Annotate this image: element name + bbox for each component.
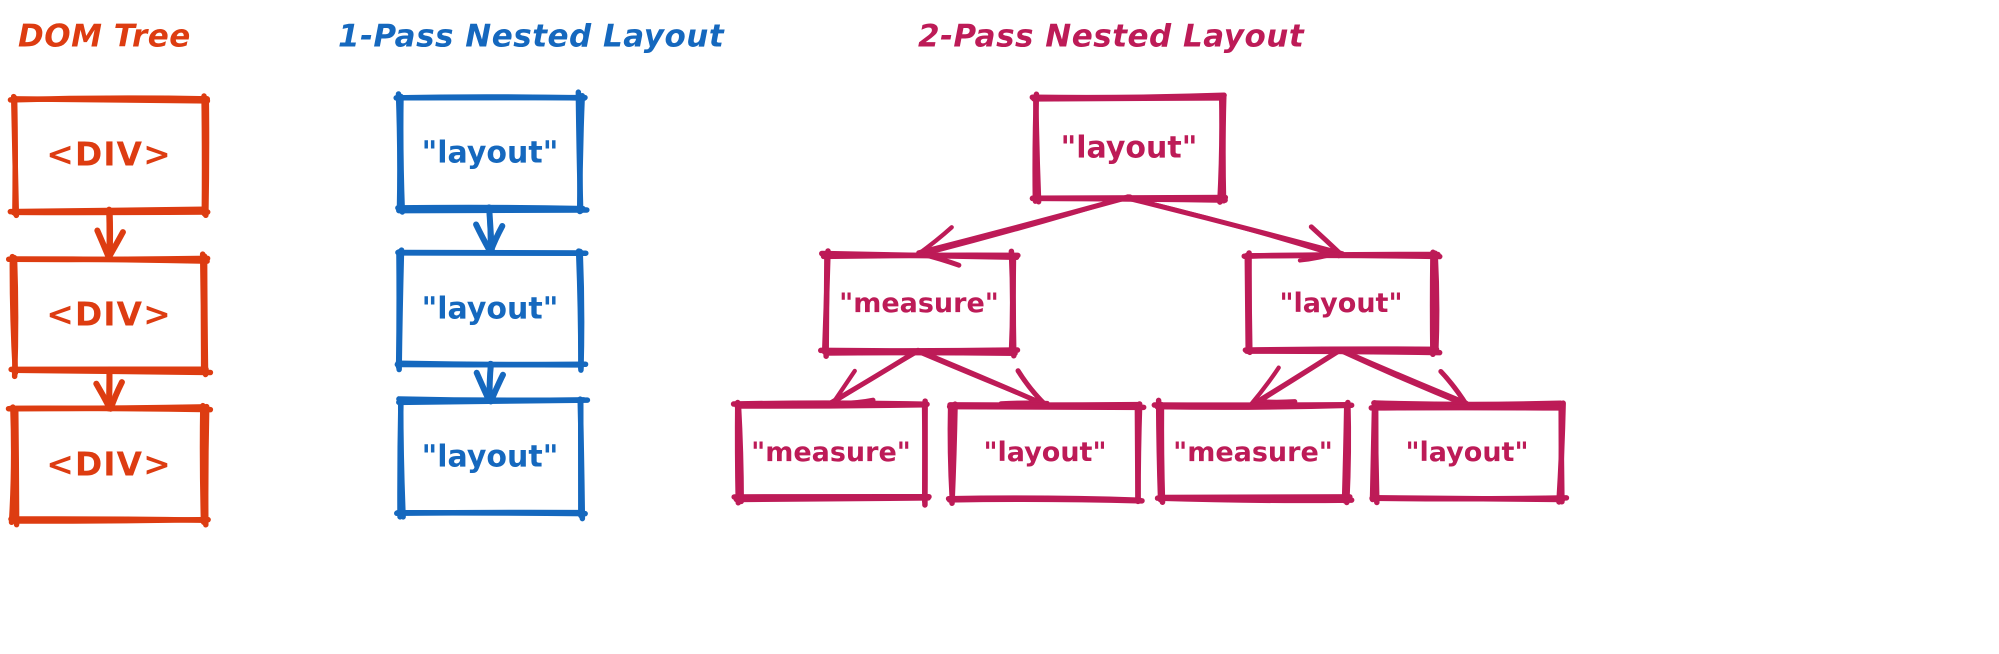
node-box-dom-node-1 (7, 93, 211, 219)
node-box-pass2-leaf-2 (945, 401, 1147, 506)
node-box-pass2-l1-left (818, 248, 1021, 359)
node-pass2-l1-left[interactable]: "measure" (818, 248, 1021, 359)
node-dom-node-2[interactable]: <DIV> (5, 251, 214, 380)
edge-pass2-l1-right-to-pass2-leaf-3 (1249, 347, 1343, 407)
node-label-dom-node-1: <DIV> (46, 135, 172, 174)
edge-pass2-root-to-pass2-l1-right (1124, 195, 1345, 263)
node-pass1-node-2[interactable]: "layout" (394, 247, 589, 373)
node-label-pass1-node-2: "layout" (422, 292, 559, 327)
node-box-dom-node-2 (5, 251, 214, 380)
node-pass2-leaf-3[interactable]: "measure" (1151, 397, 1355, 506)
node-box-pass1-node-2 (394, 247, 589, 373)
node-label-pass2-l1-left: "measure" (839, 288, 999, 319)
node-label-pass2-root: "layout" (1061, 131, 1198, 166)
node-box-pass2-leaf-1 (730, 398, 932, 508)
node-label-pass2-leaf-1: "measure" (751, 437, 911, 468)
edge-pass2-l1-right-to-pass2-leaf-4 (1337, 347, 1471, 408)
node-box-dom-node-3 (5, 402, 214, 528)
arrow-dom-node-2-to-dom-node-3 (93, 366, 125, 412)
node-box-pass1-node-1 (393, 89, 590, 215)
node-pass2-l1-right[interactable]: "layout" (1241, 249, 1443, 358)
node-dom-node-3[interactable]: <DIV> (5, 402, 214, 528)
node-label-pass2-leaf-3: "measure" (1173, 437, 1333, 468)
node-label-dom-node-2: <DIV> (46, 295, 172, 334)
node-box-pass2-leaf-4 (1368, 400, 1570, 506)
node-pass2-leaf-1[interactable]: "measure" (730, 398, 932, 508)
arrow-pass1-node-1-to-pass1-node-2 (473, 204, 506, 256)
node-label-dom-node-3: <DIV> (46, 445, 172, 484)
panel-title-two-pass-nested-layout: 2-Pass Nested Layout (918, 19, 1305, 55)
node-pass2-leaf-4[interactable]: "layout" (1368, 400, 1570, 506)
node-pass1-node-3[interactable]: "layout" (394, 396, 591, 522)
edge-pass2-l1-left-to-pass2-leaf-1 (827, 347, 921, 407)
panel-dom-tree: DOM Tree <DIV> <DIV> <DIV> (5, 19, 214, 528)
node-label-pass2-l1-right: "layout" (1279, 288, 1402, 319)
node-box-pass2-leaf-3 (1151, 397, 1355, 506)
panel-two-pass-nested-layout: 2-Pass Nested Layout "layout" "measure" "la… (730, 19, 1570, 508)
panel-one-pass-nested-layout: 1-Pass Nested Layout "layout" "layout" "lay… (338, 19, 725, 522)
node-box-pass2-l1-right (1241, 249, 1443, 358)
node-box-pass1-node-3 (394, 396, 591, 522)
panel-title-dom-tree: DOM Tree (18, 19, 191, 55)
node-pass2-root[interactable]: "layout" (1029, 91, 1229, 205)
edge-pass2-l1-left-to-pass2-leaf-2 (915, 348, 1050, 408)
node-pass2-leaf-2[interactable]: "layout" (945, 401, 1147, 506)
node-label-pass2-leaf-2: "layout" (983, 437, 1106, 468)
node-label-pass1-node-3: "layout" (422, 440, 559, 475)
panel-title-one-pass-nested-layout: 1-Pass Nested Layout (338, 19, 725, 55)
node-pass1-node-1[interactable]: "layout" (393, 89, 590, 215)
node-box-pass2-root (1029, 91, 1229, 205)
arrow-dom-node-1-to-dom-node-2 (94, 206, 126, 262)
arrow-pass1-node-2-to-pass1-node-3 (473, 360, 506, 405)
node-dom-node-1[interactable]: <DIV> (7, 93, 211, 219)
node-label-pass1-node-1: "layout" (422, 136, 559, 171)
node-label-pass2-leaf-4: "layout" (1405, 437, 1528, 468)
